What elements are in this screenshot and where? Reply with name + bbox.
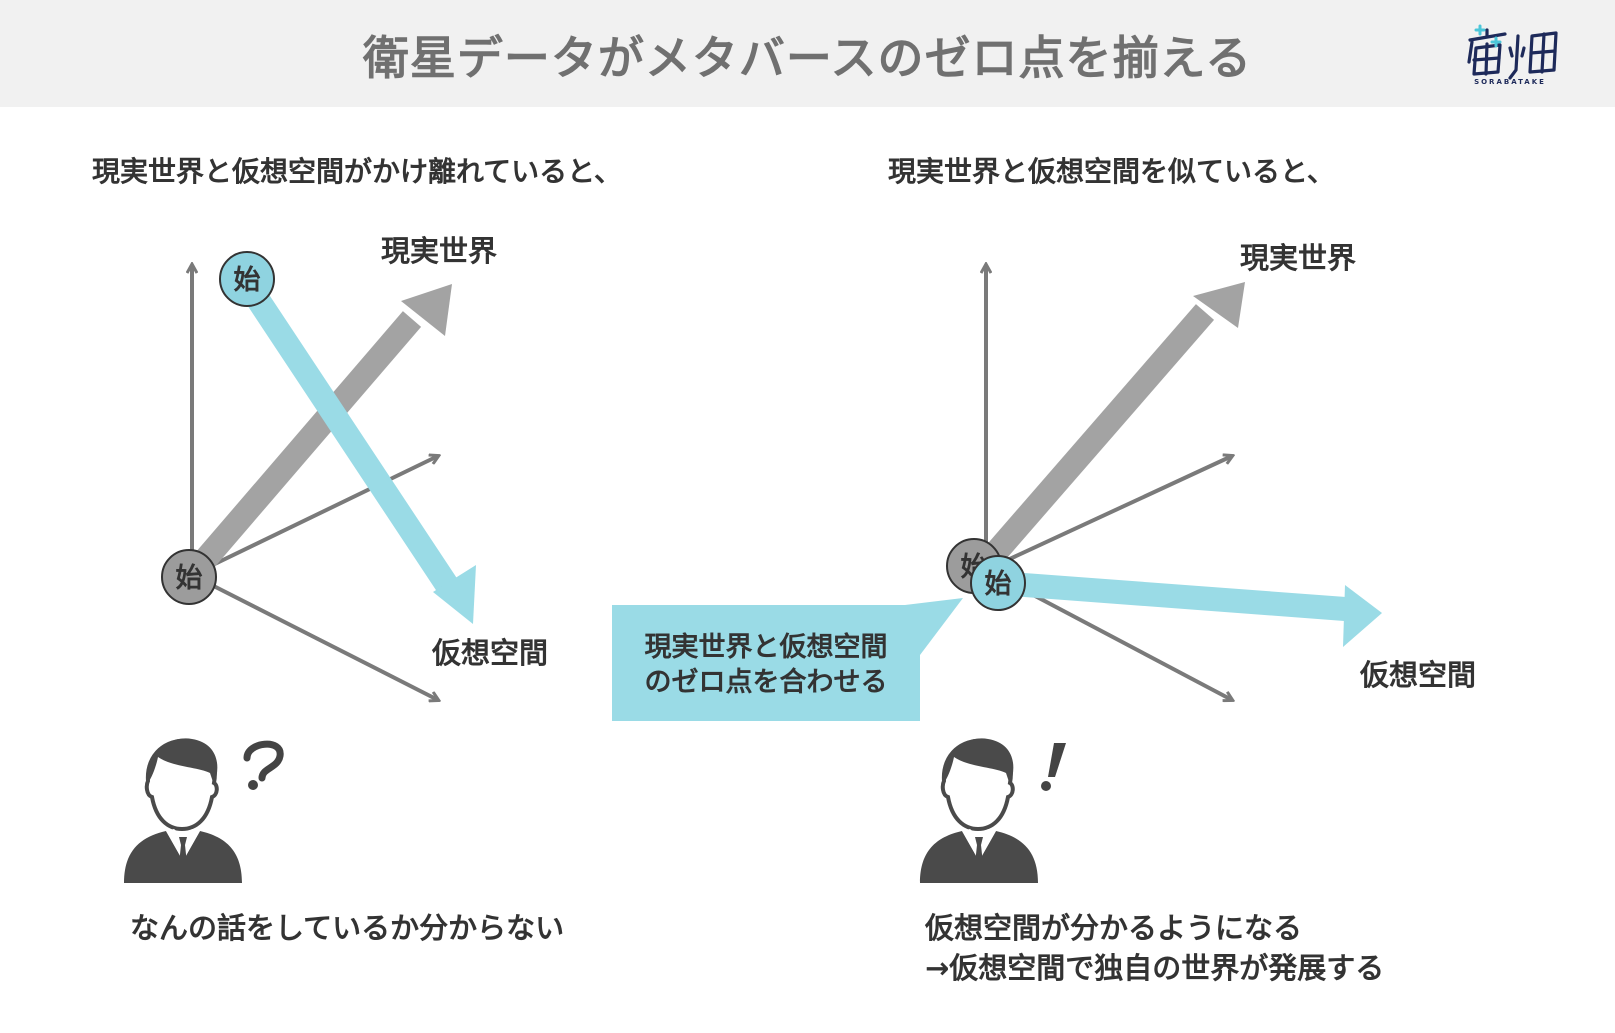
left-virtual-label: 仮想空間	[432, 636, 549, 670]
right-start-node-blue: 始	[970, 555, 1026, 611]
left-virtual-arrow	[234, 273, 476, 624]
left-person-icon	[124, 738, 242, 883]
right-real-world-label: 現実世界	[1240, 241, 1357, 275]
right-start-blue-label: 始	[985, 568, 1012, 600]
left-start-top-label: 始	[234, 264, 261, 296]
callout-bubble-shape	[612, 598, 963, 721]
right-caption: 仮想空間が分かるようになる →仮想空間で独自の世界が発展する	[925, 908, 1384, 988]
zero-point-callout: 現実世界と仮想空間 のゼロ点を合わせる	[612, 605, 920, 721]
left-axis-lower	[191, 573, 438, 700]
header-bar: 衛星データがメタバースのゼロ点を揃える SORABATAK	[0, 0, 1615, 107]
callout-text: 現実世界と仮想空間 のゼロ点を合わせる	[612, 630, 920, 700]
callout-line-1: 現実世界と仮想空間	[644, 632, 888, 663]
left-real-world-arrow	[182, 284, 452, 583]
right-real-world-arrow	[975, 282, 1245, 573]
left-axis-diagonal	[191, 456, 438, 577]
right-caption-line-2: →仮想空間で独自の世界が発展する	[925, 951, 1385, 985]
left-caption: なんの話をしているか分からない	[130, 911, 565, 945]
sorabatake-logo: SORABATAKE	[1460, 22, 1570, 88]
logo-caption: SORABATAKE	[1474, 78, 1546, 86]
left-start-node-bottom: 始	[161, 549, 217, 605]
right-virtual-label: 仮想空間	[1360, 658, 1477, 692]
left-start-bottom-label: 始	[176, 562, 203, 594]
left-heading: 現実世界と仮想空間がかけ離れていると、	[92, 155, 623, 188]
right-person-icon	[920, 738, 1038, 883]
right-virtual-arrow	[997, 571, 1382, 647]
left-axes	[192, 265, 438, 700]
right-caption-line-1: 仮想空間が分かるようになる	[925, 911, 1303, 945]
page-title: 衛星データがメタバースのゼロ点を揃える	[362, 31, 1253, 85]
left-real-world-label: 現実世界	[381, 234, 498, 268]
logo-mark	[1467, 24, 1558, 80]
exclamation-mark-icon	[1041, 743, 1066, 791]
question-mark-icon	[243, 740, 284, 790]
right-heading: 現実世界と仮想空間を似ていると、	[888, 155, 1335, 188]
left-start-node-top: 始	[219, 251, 275, 307]
callout-line-2: のゼロ点を合わせる	[644, 667, 888, 698]
right-axis-diagonal	[985, 456, 1232, 572]
